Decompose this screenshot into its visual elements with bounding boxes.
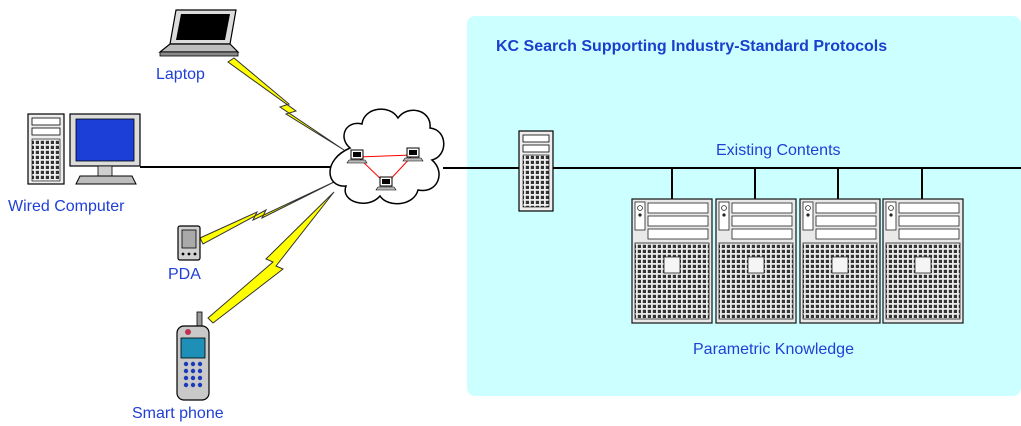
wired-computer-label: Wired Computer <box>8 198 125 215</box>
network-cloud <box>329 108 445 205</box>
region-title: KC Search Supporting Industry-Standard P… <box>496 38 888 55</box>
knowledge-server-3-icon <box>799 198 881 324</box>
smart-phone-label: Smart phone <box>132 405 224 422</box>
knowledge-server-2-icon <box>715 198 797 324</box>
cloud-node-icon <box>346 149 368 164</box>
phone-wireless-link <box>207 191 335 324</box>
pda-label: PDA <box>168 266 201 283</box>
wired-computer-icon <box>27 113 141 185</box>
knowledge-server-1-icon <box>631 198 713 324</box>
laptop-label: Laptop <box>156 66 205 83</box>
backbone-label: Existing Contents <box>716 142 841 159</box>
cloud-node-icon <box>402 147 424 162</box>
laptop-icon <box>158 9 240 57</box>
servers-label: Parametric Knowledge <box>693 341 854 358</box>
smart-phone-icon <box>176 311 210 401</box>
knowledge-server-4-icon <box>882 198 964 324</box>
cloud-node-icon <box>375 176 397 191</box>
pda-wireless-link <box>199 181 335 245</box>
laptop-wireless-link <box>227 57 345 151</box>
gateway-server-icon <box>518 130 554 212</box>
pda-icon <box>177 225 201 261</box>
